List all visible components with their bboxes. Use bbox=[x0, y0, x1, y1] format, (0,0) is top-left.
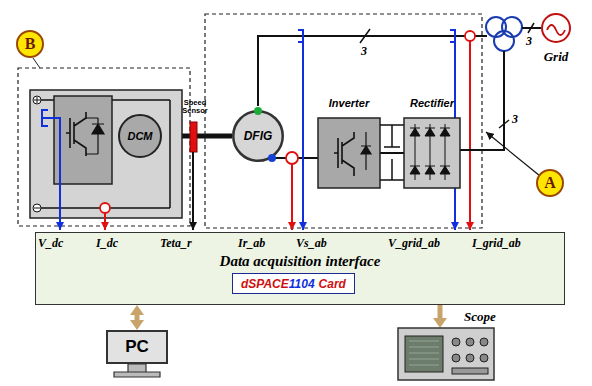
node-text: DCM bbox=[127, 130, 152, 142]
sensor-label: Speed Sensor bbox=[178, 99, 212, 115]
node-text: Inverter bbox=[318, 97, 380, 109]
pc-monitor: PC bbox=[106, 330, 168, 364]
data-link-arrow bbox=[130, 305, 144, 330]
signal-name: V_grid_ab bbox=[388, 236, 440, 251]
node-text: Grid bbox=[529, 49, 583, 65]
rectifier-box bbox=[404, 118, 460, 188]
callout-letter: B bbox=[16, 30, 44, 58]
dc-motor-circle: DCM bbox=[118, 114, 162, 158]
grid-source: Grid bbox=[541, 13, 571, 43]
node-text: dSPACE bbox=[241, 277, 289, 291]
rectifier-block: Rectifier bbox=[404, 96, 460, 188]
signal-name: I_dc bbox=[96, 236, 118, 251]
signal-name: Teta_r bbox=[160, 236, 192, 251]
dspace-card-box: dSPACE1104 Card bbox=[232, 273, 355, 294]
callout-leader bbox=[33, 58, 40, 68]
node-text: Scope bbox=[464, 309, 496, 325]
node-text: 1104 bbox=[289, 277, 315, 291]
pc-stand bbox=[114, 364, 160, 377]
node-text: B bbox=[25, 35, 36, 53]
oscilloscope: Scope bbox=[390, 328, 502, 380]
speed-sensor-bar bbox=[190, 122, 197, 152]
circle-outline bbox=[541, 13, 571, 43]
region-a bbox=[205, 14, 482, 228]
inverter-box bbox=[318, 118, 380, 188]
inverter-block: Inverter bbox=[318, 96, 380, 188]
chopper-box bbox=[54, 96, 112, 184]
node-text: PC bbox=[125, 337, 149, 357]
signal-name: V_dc bbox=[38, 236, 63, 251]
signal-name: Ir_ab bbox=[238, 236, 265, 251]
bus-count: 3 bbox=[361, 44, 367, 59]
node-text: Card bbox=[319, 277, 346, 291]
signal-name: Vs_ab bbox=[296, 236, 327, 251]
grid-sine bbox=[547, 25, 565, 35]
node-text: A bbox=[544, 174, 556, 192]
oscilloscope-icon bbox=[398, 328, 494, 380]
bus-count: 3 bbox=[512, 112, 518, 127]
region-b bbox=[18, 68, 190, 226]
node-text: DFIG bbox=[244, 129, 273, 143]
igbt-symbol bbox=[66, 112, 86, 156]
stator-line bbox=[258, 36, 487, 106]
data-link-arrow bbox=[433, 305, 447, 328]
node-text: Rectifier bbox=[404, 97, 460, 109]
signal-name: I_grid_ab bbox=[472, 236, 521, 251]
transformer-symbol bbox=[486, 17, 522, 51]
bus-count: 3 bbox=[526, 34, 532, 49]
dfig-circle: DFIG bbox=[232, 110, 284, 162]
callout-letter: A bbox=[536, 169, 564, 197]
dc-link-capacitor bbox=[380, 125, 404, 180]
dc-drive-box bbox=[30, 90, 182, 218]
node-text: Data acquisition interface bbox=[36, 253, 564, 270]
